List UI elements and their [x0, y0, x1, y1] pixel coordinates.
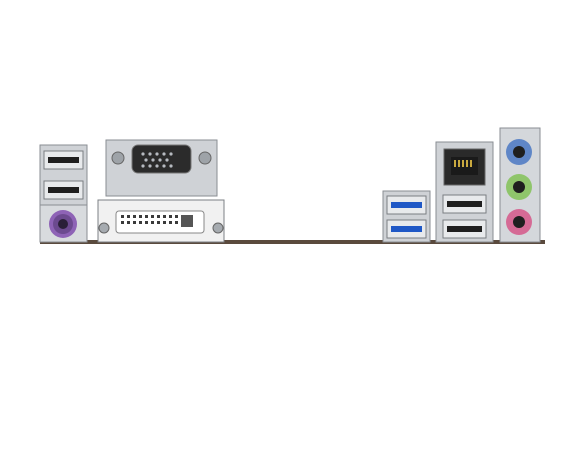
pcb-edge: [40, 240, 545, 244]
lan-usb-stack: [435, 141, 494, 243]
video-stack: [97, 139, 225, 243]
usb3-stack: [382, 190, 431, 243]
ps2-port: [39, 204, 88, 243]
usb2-stack-left: [39, 144, 88, 216]
audio-stack: [499, 127, 541, 243]
